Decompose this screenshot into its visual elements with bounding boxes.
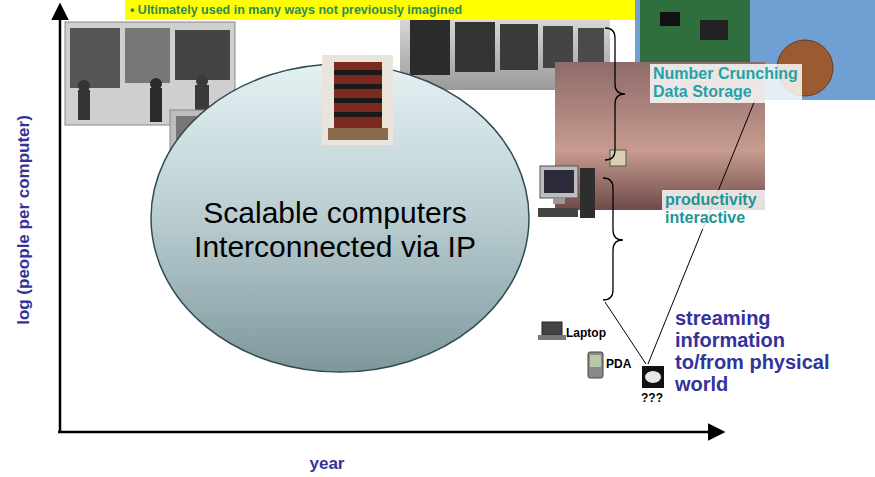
mote-icon [642,366,664,388]
brace [603,178,623,300]
leader-line [605,302,646,364]
device-label: ??? [641,392,663,406]
ellipse-shape [151,64,529,372]
device-label: PDA [606,358,631,372]
device-label: Laptop [566,327,606,341]
banner-band: • Ultimately used in many ways not previ… [125,0,635,20]
x-axis [58,431,722,434]
category-label: Number Crunching Data Storage [650,64,802,103]
y-axis [59,6,62,433]
category-label: productivity interactive [662,190,780,229]
axis-title: log (people per computer) [14,115,34,325]
brace [605,28,625,160]
cloud-ellipse: Scalable computers Interconnected via IP [150,63,530,373]
ellipse-text: Scalable computers Interconnected via IP [170,196,500,265]
desktop-computer-photo [538,166,595,218]
cray-photo [322,55,393,145]
axis-title: year [310,454,345,474]
category-label: streaming information to/from physical w… [672,306,852,396]
laptop-icon [538,322,566,340]
banner-text: • Ultimately used in many ways not previ… [125,0,635,20]
pda-icon [588,352,603,378]
